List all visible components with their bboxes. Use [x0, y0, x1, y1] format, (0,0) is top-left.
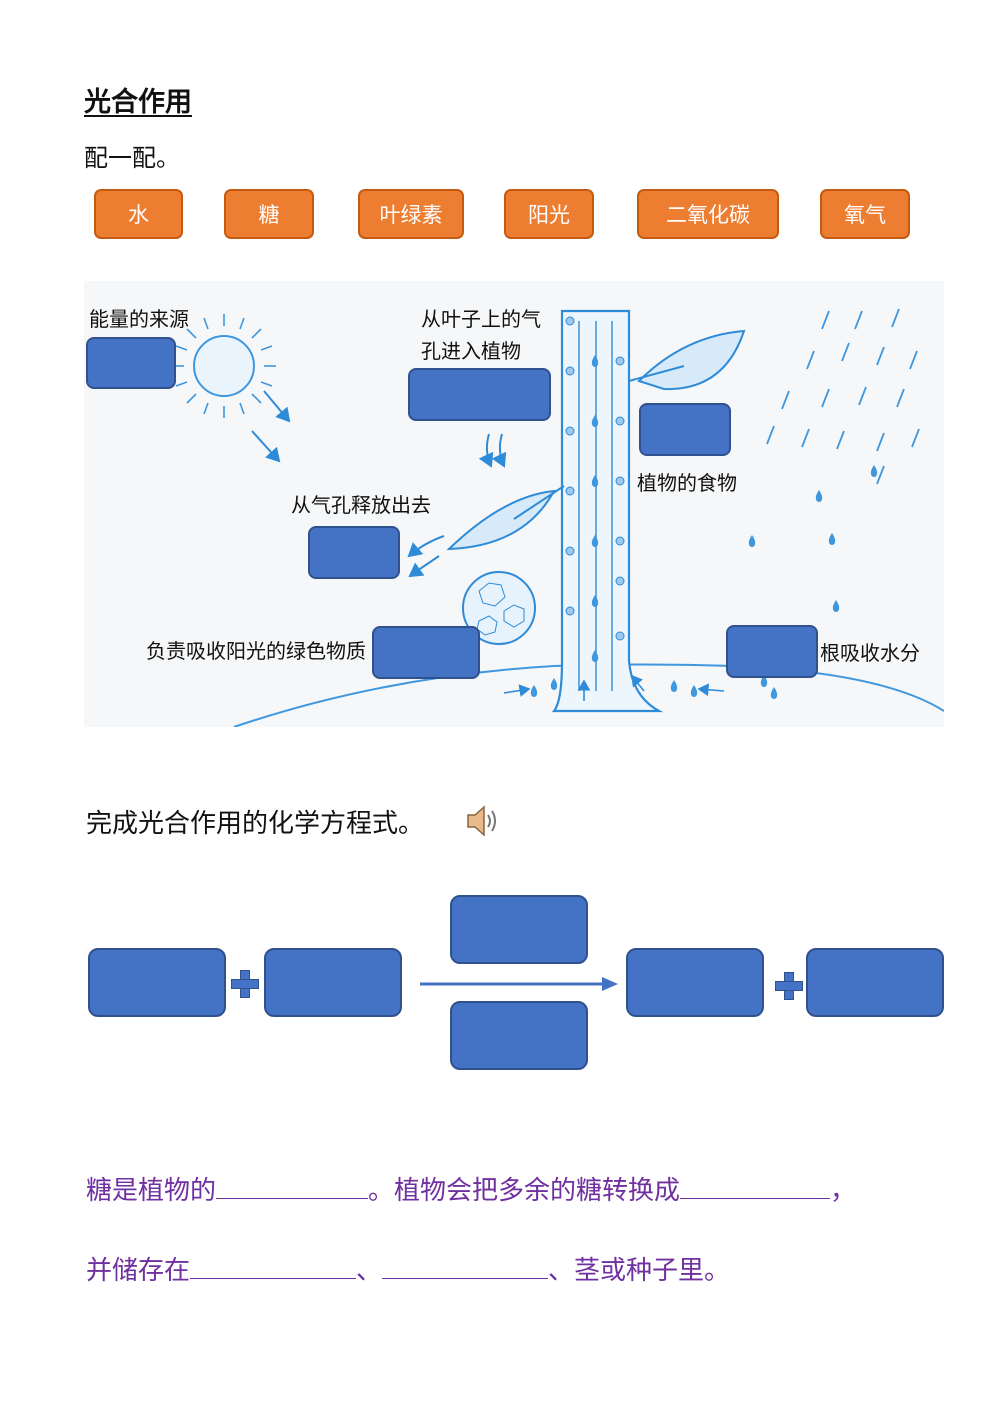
label-chlorophyll: 负责吸收阳光的绿色物质	[146, 639, 366, 663]
chip-sunlight[interactable]: 阳光	[504, 189, 594, 239]
speaker-icon[interactable]	[464, 802, 502, 840]
drop-box-enter-stomata[interactable]	[408, 368, 551, 421]
sentence-1-part-1: 糖是植物的	[86, 1176, 217, 1206]
photosynthesis-diagram: 能量的来源 从叶子上的气 孔进入植物 植物的食物 从气孔释放出去 负责吸收阳光的…	[84, 281, 944, 727]
chip-carbon-dioxide[interactable]: 二氧化碳	[637, 189, 779, 239]
drop-box-energy-source[interactable]	[86, 337, 176, 389]
drop-box-plant-food[interactable]	[639, 403, 731, 456]
fill-sentence-1: 糖是植物的 。植物会把多余的糖转换成 ，	[86, 1170, 856, 1207]
equation-reactant-2-box[interactable]	[264, 948, 402, 1017]
reaction-arrow-icon	[420, 977, 618, 991]
sentence-2-part-1: 并储存在	[86, 1256, 191, 1286]
fill-sentence-2: 并储存在 、 、茎或种子里。	[86, 1250, 730, 1287]
page-title: 光合作用	[84, 87, 192, 118]
equation-prompt: 完成光合作用的化学方程式。	[86, 809, 425, 839]
sun-icon	[172, 314, 276, 418]
plus-icon	[231, 970, 259, 998]
match-prompt: 配一配。	[84, 144, 180, 172]
chip-chlorophyll[interactable]: 叶绿素	[358, 189, 464, 239]
equation-condition-bottom-box[interactable]	[450, 1001, 588, 1070]
drop-box-roots[interactable]	[726, 625, 818, 678]
chip-water[interactable]: 水	[94, 189, 183, 239]
sentence-2-part-3: 、茎或种子里。	[548, 1256, 731, 1286]
label-enter-stomata-2: 孔进入植物	[421, 339, 521, 363]
label-energy-source: 能量的来源	[89, 307, 189, 331]
plant-illustration	[172, 308, 944, 727]
equation-reactant-1-box[interactable]	[88, 948, 226, 1017]
equation-condition-top-box[interactable]	[450, 895, 588, 964]
equation-product-1-box[interactable]	[626, 948, 764, 1017]
label-roots-absorb: 根吸收水分	[820, 641, 920, 665]
blank-convert-to[interactable]	[680, 1172, 831, 1199]
drop-box-chlorophyll[interactable]	[372, 626, 480, 679]
blank-storage-1[interactable]	[190, 1252, 357, 1279]
plus-icon	[775, 972, 803, 1000]
label-enter-stomata-1: 从叶子上的气	[421, 307, 541, 331]
blank-plant-food[interactable]	[216, 1172, 369, 1199]
chip-oxygen[interactable]: 氧气	[820, 189, 910, 239]
chip-sugar[interactable]: 糖	[224, 189, 314, 239]
sentence-1-part-2: 。植物会把多余的糖转换成	[368, 1176, 681, 1206]
sentence-1-part-3: ，	[830, 1176, 857, 1206]
equation-product-2-box[interactable]	[806, 948, 944, 1017]
drop-box-release[interactable]	[308, 526, 400, 579]
sentence-2-part-2: 、	[356, 1256, 383, 1286]
label-plant-food: 植物的食物	[637, 471, 737, 495]
blank-storage-2[interactable]	[382, 1252, 549, 1279]
label-release-stomata: 从气孔释放出去	[291, 493, 431, 517]
